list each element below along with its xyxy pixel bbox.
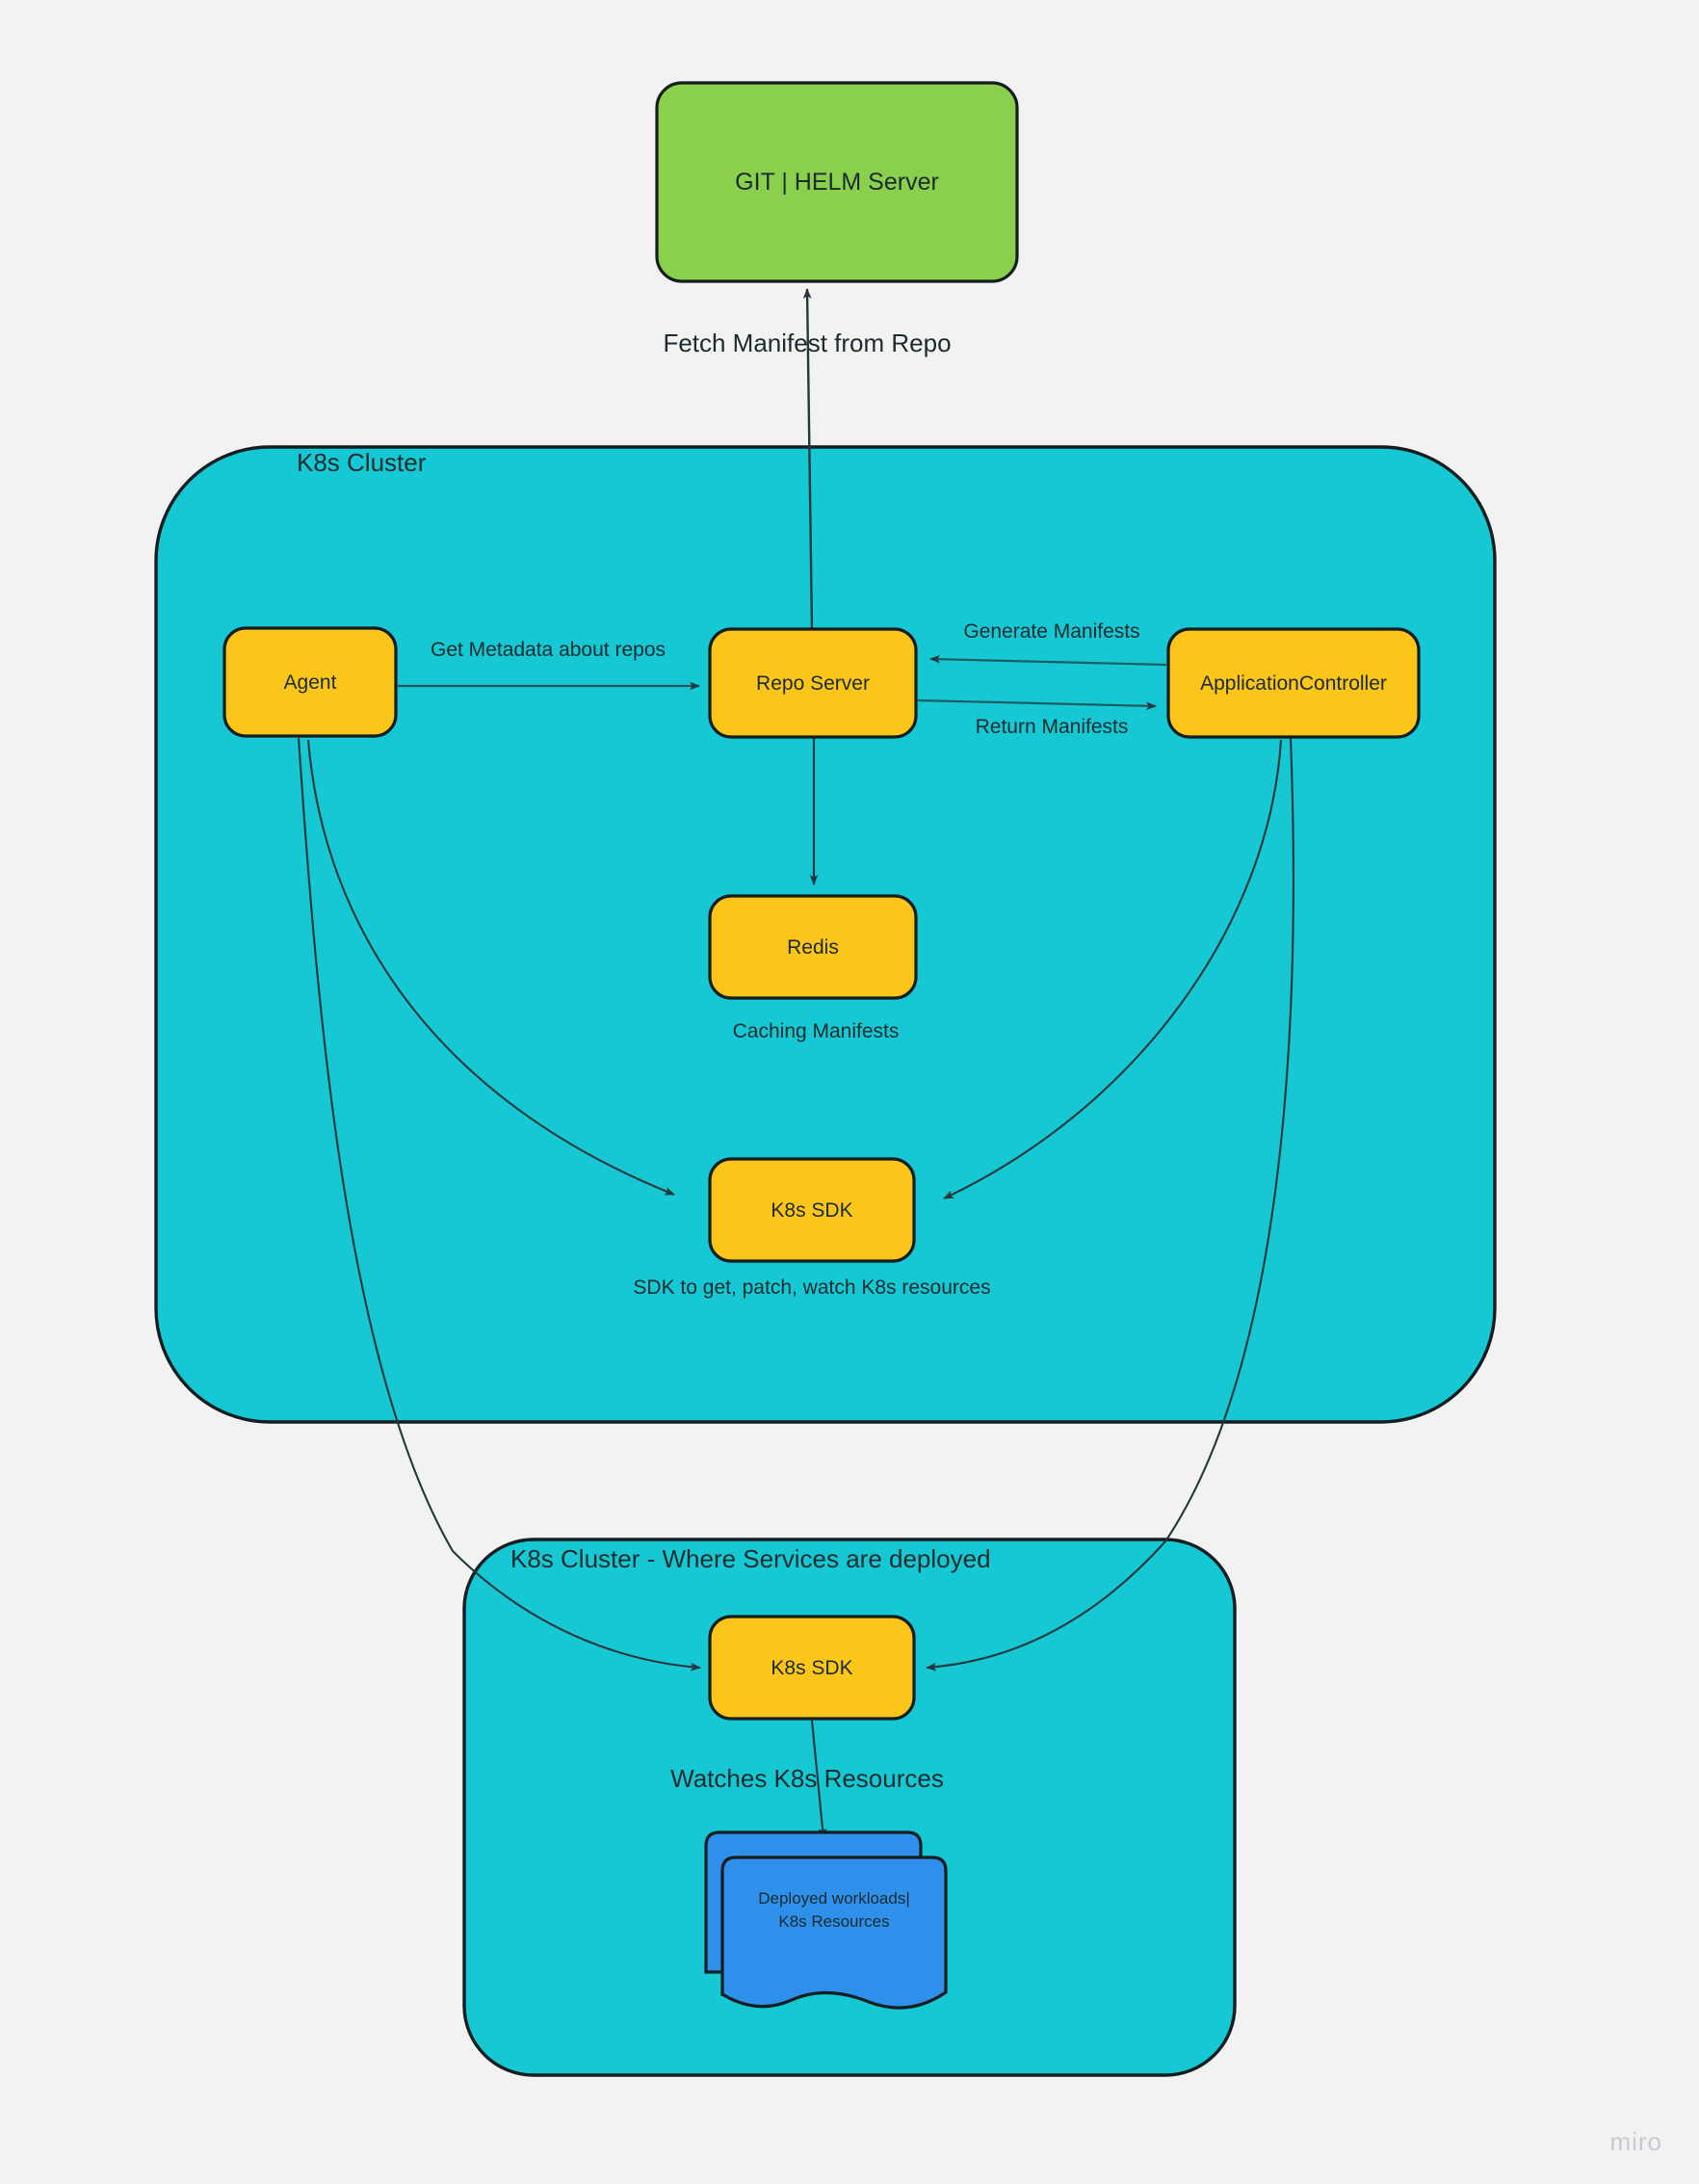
edge-generate-manifests xyxy=(929,654,1167,667)
edge-watches-resources xyxy=(810,1720,827,1839)
node-application-controller[interactable] xyxy=(1166,627,1421,739)
edge-appctrl-to-k8s-sdk xyxy=(943,739,1283,1199)
edge-agent-to-services-sdk xyxy=(297,737,701,1671)
group-k8s-cluster-services xyxy=(462,1538,1237,2077)
node-repo-server[interactable] xyxy=(708,627,918,739)
miro-watermark: miro xyxy=(1609,2127,1662,2156)
node-k8s-sdk-main[interactable] xyxy=(708,1157,916,1263)
edge-fetch-manifest xyxy=(802,288,814,630)
document-front-sheet xyxy=(720,1855,948,2010)
node-redis[interactable] xyxy=(708,894,918,1000)
node-deployed-workloads[interactable] xyxy=(704,1830,948,2010)
node-agent[interactable] xyxy=(222,626,398,738)
node-git-helm-server[interactable] xyxy=(655,81,1019,283)
edge-appctrl-to-services-sdk xyxy=(926,737,1294,1671)
edge-agent-to-k8s-sdk xyxy=(306,739,675,1196)
node-k8s-sdk-services[interactable] xyxy=(708,1615,916,1721)
edge-return-manifests xyxy=(917,698,1157,711)
